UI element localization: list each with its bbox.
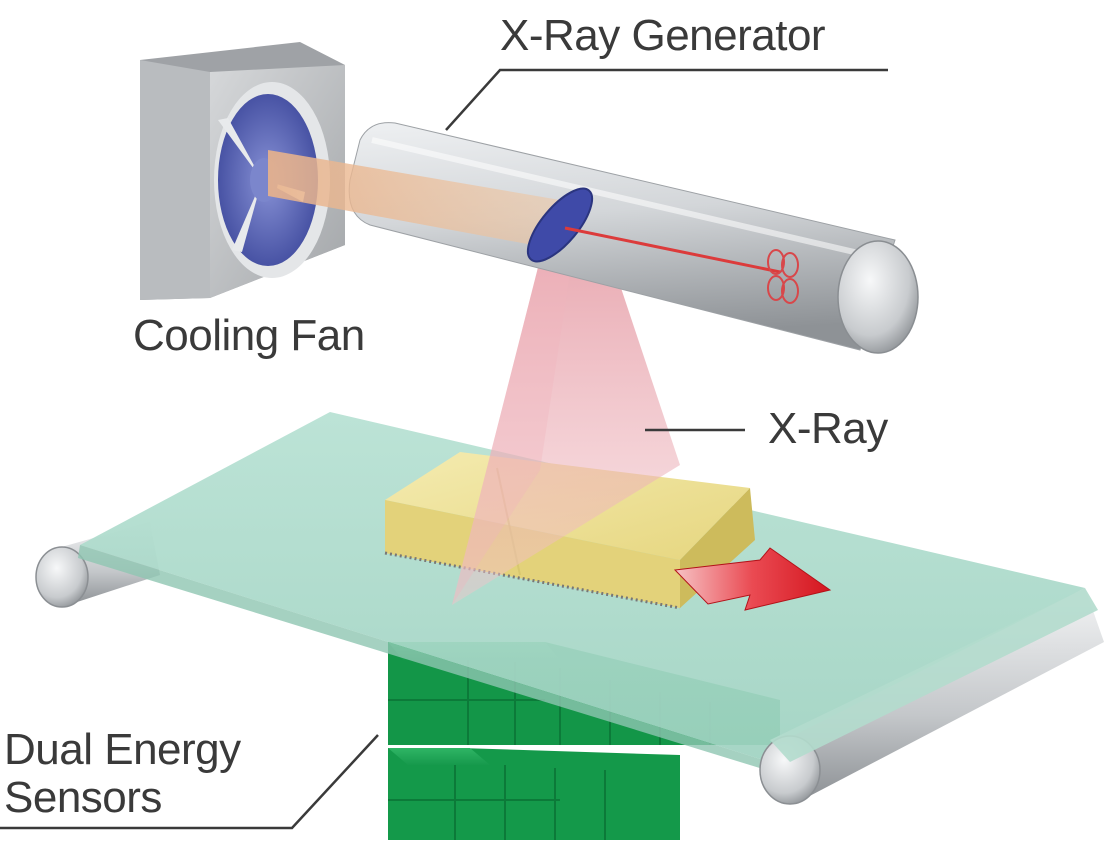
label-cooling-fan: Cooling Fan: [133, 312, 365, 360]
xray-generator-tube: [268, 122, 919, 354]
label-sensors-line1: Dual Energy: [4, 725, 241, 774]
label-dual-energy-sensors: Dual Energy Sensors: [4, 726, 241, 821]
label-cooling-fan-text: Cooling Fan: [133, 311, 365, 360]
xray-beam: [452, 240, 680, 605]
leader-sensors: [0, 734, 379, 830]
label-xray: X-Ray: [768, 405, 888, 453]
label-xray-generator-text: X-Ray Generator: [500, 11, 826, 60]
label-xray-text: X-Ray: [768, 404, 888, 453]
leader-lines: [0, 68, 888, 830]
red-arrow-right-icon: [673, 547, 832, 611]
label-xray-generator: X-Ray Generator: [500, 11, 826, 60]
leader-xray-generator: [445, 68, 888, 131]
label-sensors-line2: Sensors: [4, 772, 162, 822]
